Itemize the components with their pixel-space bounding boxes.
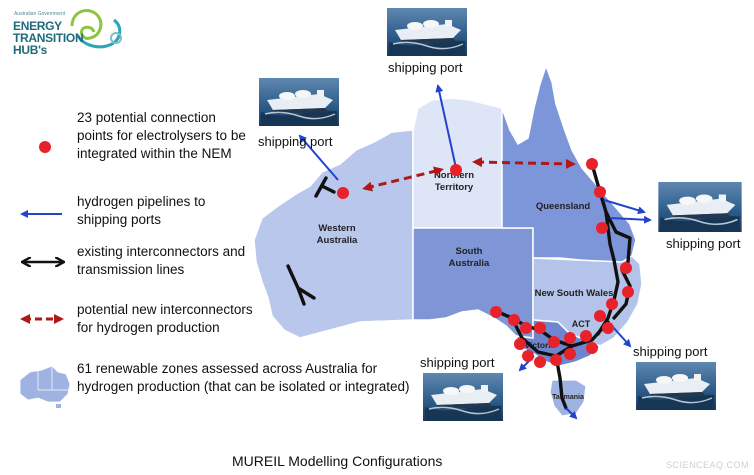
logo-line-3: HUB's (13, 43, 48, 57)
qld-transmission-branch (604, 210, 616, 262)
ship-image-north (387, 8, 467, 56)
state-label-nsw: New South Wales (535, 288, 614, 299)
connection-point (550, 354, 562, 366)
connection-point (602, 322, 614, 334)
state-label-vic: Victoria (524, 340, 555, 350)
legend-connection-points-text: 23 potential connection points for elect… (77, 110, 246, 161)
connection-point (508, 314, 520, 326)
logo-line-2: TRANSITION (13, 31, 84, 45)
renewable-zones-mini-map-icon (19, 365, 71, 408)
connection-point (564, 348, 576, 360)
connection-point (450, 164, 462, 176)
state-label-wa-2: Australia (317, 235, 358, 246)
bass-strait-link (554, 354, 568, 410)
logo-swirl-icon (70, 9, 103, 40)
connection-point (586, 342, 598, 354)
pipeline-tas-port (565, 407, 578, 420)
connection-point (337, 187, 349, 199)
new-interconnector-nt-qld (472, 157, 576, 169)
ship-image-west (258, 78, 340, 126)
connection-point (580, 330, 592, 342)
connection-point-legend-icon (39, 141, 51, 153)
connection-point (490, 306, 502, 318)
connection-point (548, 336, 560, 348)
wa-interconnector-north (314, 176, 336, 198)
connection-point (520, 322, 532, 334)
state-label-wa-1: Western (318, 223, 356, 234)
connection-point (586, 158, 598, 170)
connection-point (534, 356, 546, 368)
port-label-southwest: shipping port (420, 355, 495, 370)
connection-point (620, 262, 632, 274)
connection-point (534, 322, 546, 334)
legend-renewable-zones-text: 61 renewable zones assessed across Austr… (77, 361, 410, 394)
state-label-sa-1: South (456, 246, 483, 257)
legend-pipelines-text: hydrogen pipelines to shipping ports (77, 194, 206, 227)
connection-points (337, 158, 634, 368)
diagram-caption: MUREIL Modelling Configurations (232, 453, 443, 469)
pipeline-nsw-port (611, 325, 632, 348)
ship-image-southeast (635, 362, 717, 410)
pipeline-wa-port (298, 134, 339, 181)
state-label-sa-2: Australia (449, 258, 490, 269)
pipeline-qld-port-2 (609, 215, 652, 224)
pipeline-qld-port-1 (603, 199, 646, 215)
state-label-tas: Tasmania (552, 394, 584, 401)
ship-image-east (657, 182, 743, 232)
connection-point (522, 350, 534, 362)
legend-interconnectors-text: existing interconnectors and transmissio… (77, 244, 246, 277)
watermark-text: SCIENCEAQ.COM (666, 460, 750, 470)
legend-new-interconnectors-text: potential new interconnectors for hydrog… (77, 302, 253, 335)
state-label-nt-2: Territory (435, 182, 474, 193)
connection-point (622, 286, 634, 298)
connection-point (594, 186, 606, 198)
energy-transition-hub-logo (70, 9, 122, 49)
logo-government-text: Australian Government (14, 11, 66, 17)
port-label-southeast: shipping port (633, 344, 708, 359)
connection-point (594, 310, 606, 322)
connection-point (514, 338, 526, 350)
port-label-north: shipping port (388, 60, 463, 75)
vic-transmission-line (510, 316, 574, 358)
pipeline-nt-port (435, 84, 457, 169)
connection-point (606, 298, 618, 310)
connection-point (564, 332, 576, 344)
state-label-act: ACT (572, 319, 591, 329)
connection-point (596, 222, 608, 234)
port-label-west: shipping port (258, 134, 333, 149)
port-label-east: shipping port (666, 236, 741, 251)
wa-interconnector-south (286, 264, 316, 306)
hydrogen-pipelines (298, 84, 652, 420)
state-label-qld: Queensland (536, 201, 591, 212)
ship-image-southwest (422, 373, 504, 421)
western-australia-region (253, 129, 414, 339)
northern-territory-region (412, 97, 503, 229)
logo-line-1: ENERGY (13, 19, 62, 33)
